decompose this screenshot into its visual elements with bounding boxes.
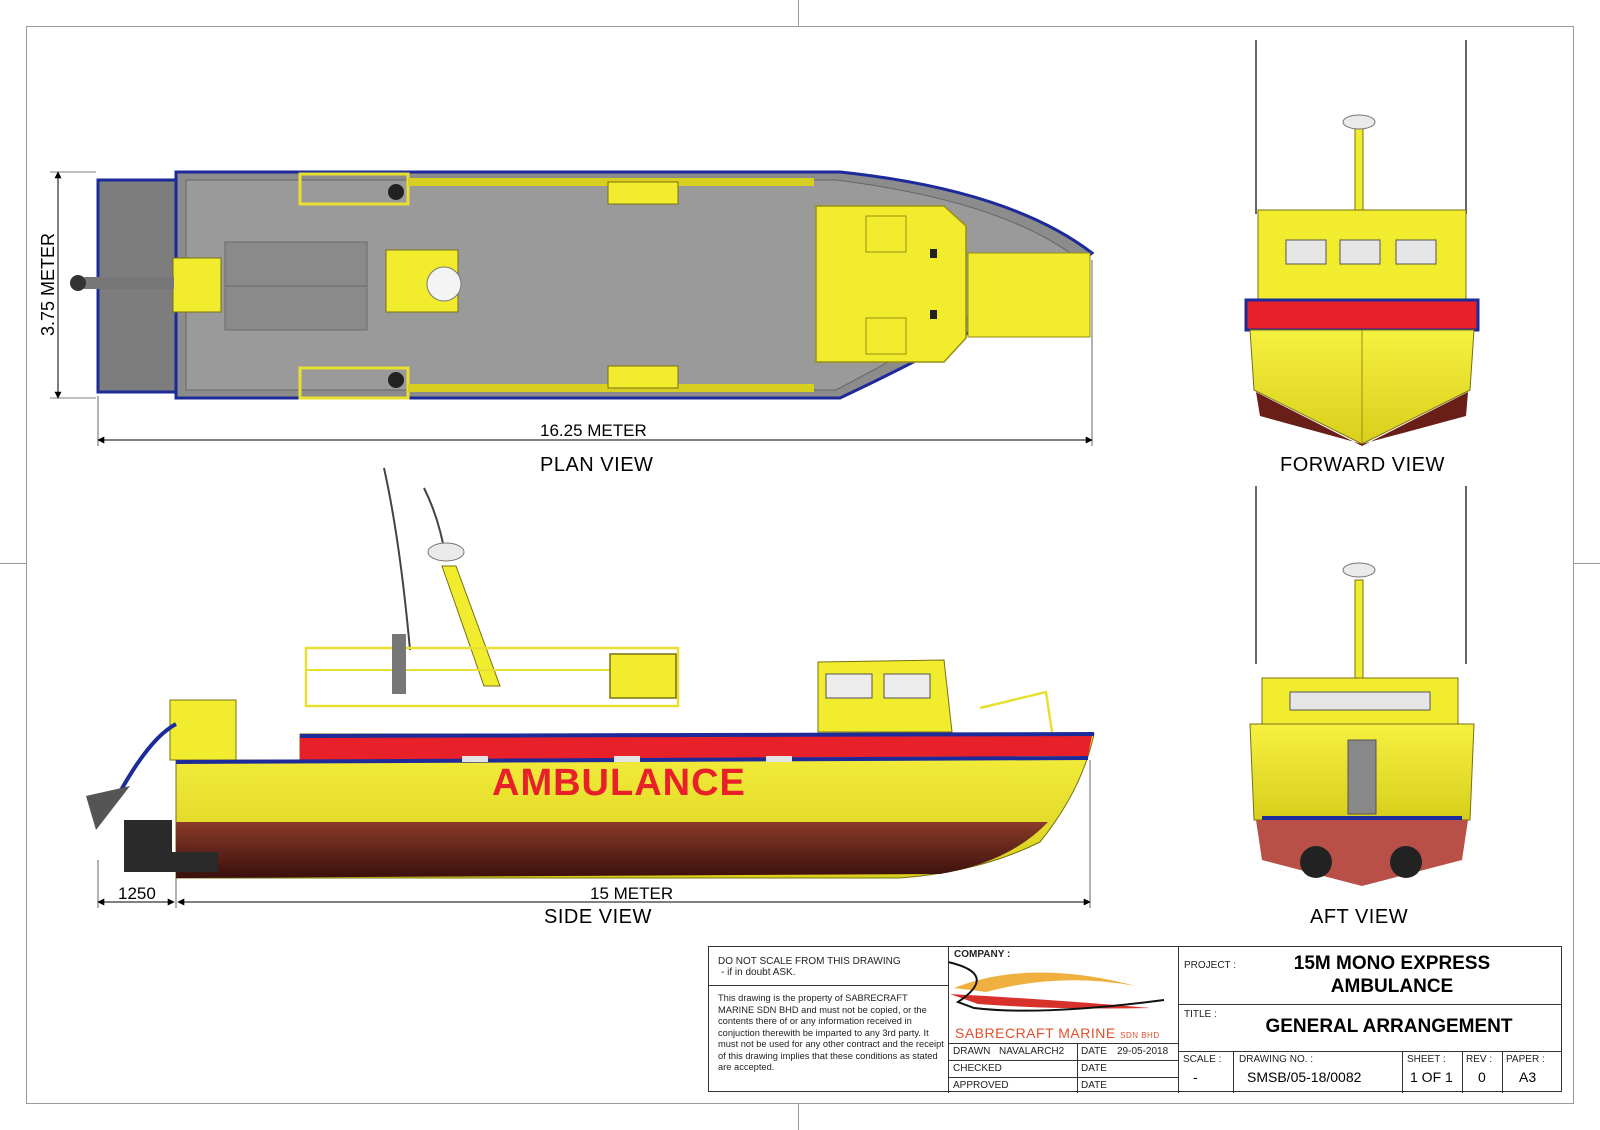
overhang-dimension-label: 1250 xyxy=(118,884,156,903)
checked-label: CHECKED xyxy=(953,1063,1002,1074)
company-name-text: SABRECRAFT MARINE SDN BHD xyxy=(955,1025,1160,1041)
approved-label: APPROVED xyxy=(953,1080,1009,1091)
project-value: 15M MONO EXPRESS AMBULANCE xyxy=(1293,953,1491,997)
company-suffix: SDN BHD xyxy=(1120,1031,1160,1040)
company-panel: COMPANY : SABRECRAFT MARINE SDN BHD DRAW… xyxy=(949,947,1179,1093)
center-tick-right xyxy=(1574,563,1600,564)
title-block: DO NOT SCALE FROM THIS DRAWING - if in d… xyxy=(708,946,1562,1093)
rev-label: REV : xyxy=(1466,1054,1493,1065)
beam-dimension-label: 3.75 METER xyxy=(38,232,58,336)
title-value: GENERAL ARRANGEMENT xyxy=(1265,1016,1513,1037)
center-tick-bottom xyxy=(798,1104,799,1130)
project-panel: PROJECT : 15M MONO EXPRESS AMBULANCE TIT… xyxy=(1179,947,1562,1093)
aft-view xyxy=(1249,486,1475,886)
side-view xyxy=(86,467,1095,908)
plan-length-label: 16.25 METER xyxy=(540,421,647,440)
checked-date-label: DATE xyxy=(1081,1063,1107,1074)
drawing-no-value: SMSB/05-18/0082 xyxy=(1247,1069,1362,1085)
drawing-no-label: DRAWING NO. : xyxy=(1239,1054,1314,1065)
hull-marking: AMBULANCE xyxy=(492,762,746,804)
plan-bow-hatch xyxy=(967,252,1091,338)
project-label: PROJECT : xyxy=(1184,960,1237,971)
title-label: TITLE : xyxy=(1184,1009,1217,1020)
paper-value: A3 xyxy=(1519,1069,1537,1085)
date-value: 29-05-2018 xyxy=(1117,1046,1169,1057)
forward-view xyxy=(1244,40,1480,446)
company-name: SABRECRAFT MARINE xyxy=(955,1025,1116,1041)
side-view-label: SIDE VIEW xyxy=(544,906,652,928)
forward-view-label: FORWARD VIEW xyxy=(1280,454,1445,476)
notice-title: DO NOT SCALE FROM THIS DRAWING xyxy=(718,956,901,967)
plan-view-label: PLAN VIEW xyxy=(540,454,654,476)
center-tick-top xyxy=(798,0,799,26)
center-tick-left xyxy=(0,563,26,564)
paper-label: PAPER : xyxy=(1506,1054,1545,1065)
scale-value: - xyxy=(1193,1069,1198,1085)
sheet-label: SHEET : xyxy=(1407,1054,1446,1065)
plan-view xyxy=(50,170,1095,446)
notice-body: This drawing is the property of SABRECRA… xyxy=(718,993,944,1072)
scale-label: SCALE : xyxy=(1183,1054,1222,1065)
drawn-label: DRAWN xyxy=(953,1046,991,1057)
sheet-value: 1 OF 1 xyxy=(1410,1069,1453,1085)
company-label: COMPANY : xyxy=(954,949,1011,960)
notice-sub: - if in doubt ASK. xyxy=(721,967,796,978)
approved-date-label: DATE xyxy=(1081,1080,1107,1091)
drawn-by: NAVALARCH2 xyxy=(999,1046,1065,1057)
drawing-frame xyxy=(26,26,1574,1104)
date-label: DATE xyxy=(1081,1046,1107,1057)
plan-wheelhouse xyxy=(815,205,967,363)
company-logo xyxy=(947,961,1165,1012)
side-length-label: 15 METER xyxy=(590,884,674,903)
notice-panel: DO NOT SCALE FROM THIS DRAWING - if in d… xyxy=(709,947,949,1093)
rev-value: 0 xyxy=(1478,1069,1486,1085)
aft-view-label: AFT VIEW xyxy=(1310,906,1409,928)
